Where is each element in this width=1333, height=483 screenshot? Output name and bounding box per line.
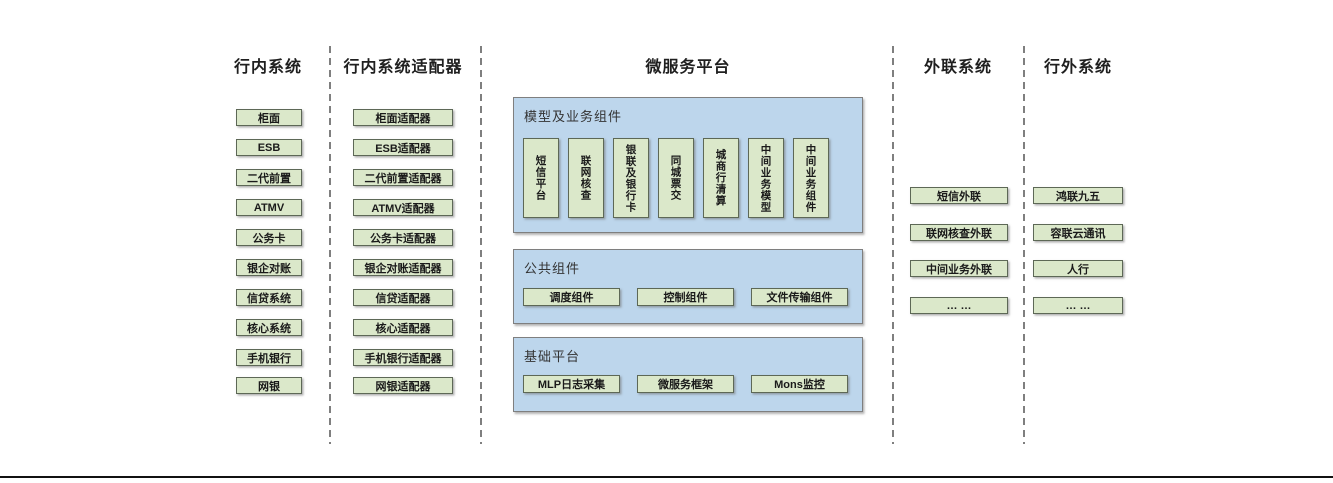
external-system-box: … … bbox=[1033, 297, 1123, 314]
adapters-system-box: ESB适配器 bbox=[353, 139, 453, 156]
platform-component-box: Mons监控 bbox=[751, 375, 848, 393]
external-system-box: 鸿联九五 bbox=[1033, 187, 1123, 204]
external-system-box: 容联云通讯 bbox=[1033, 224, 1123, 241]
panel-common-components: 公共组件 调度组件控制组件文件传输组件 bbox=[513, 249, 863, 324]
outbound-system-box: 联网核查外联 bbox=[910, 224, 1008, 241]
internal-system-box: 网银 bbox=[236, 377, 302, 394]
panel-label: 基础平台 bbox=[524, 349, 581, 364]
column-separator-3 bbox=[892, 46, 894, 444]
platform-component-box: 城商行清算 bbox=[703, 138, 739, 218]
column-title-microservice-platform: 微服务平台 bbox=[645, 59, 731, 76]
platform-component-box: 联网核查 bbox=[568, 138, 604, 218]
panel-model-business-components: 模型及业务组件 短信平台联网核查银联及银行卡同城票交城商行清算中间业务模型中间业… bbox=[513, 97, 863, 233]
panel-base-platform: 基础平台 MLP日志采集微服务框架 Mons监控 bbox=[513, 337, 863, 412]
platform-component-box: 同城票交 bbox=[658, 138, 694, 218]
adapters-system-box: 网银适配器 bbox=[353, 377, 453, 394]
adapters-system-box: 银企对账适配器 bbox=[353, 259, 453, 276]
panel-label: 公共组件 bbox=[524, 261, 581, 276]
outbound-system-box: 短信外联 bbox=[910, 187, 1008, 204]
column-title-outbound-systems: 外联系统 bbox=[923, 59, 992, 76]
platform-component-box: 银联及银行卡 bbox=[613, 138, 649, 218]
internal-system-box: 信贷系统 bbox=[236, 289, 302, 306]
adapters-system-box: 信贷适配器 bbox=[353, 289, 453, 306]
panel-label: 模型及业务组件 bbox=[524, 109, 623, 124]
internal-system-box: 柜面 bbox=[236, 109, 302, 126]
internal-system-box: 二代前置 bbox=[236, 169, 302, 186]
bottom-border-line bbox=[0, 476, 1333, 478]
column-separator-1 bbox=[329, 46, 331, 444]
adapters-system-box: 手机银行适配器 bbox=[353, 349, 453, 366]
internal-system-box: 手机银行 bbox=[236, 349, 302, 366]
column-title-external-systems: 行外系统 bbox=[1043, 59, 1112, 76]
platform-component-box: MLP日志采集 bbox=[523, 375, 620, 393]
adapters-system-box: 二代前置适配器 bbox=[353, 169, 453, 186]
adapters-system-box: 柜面适配器 bbox=[353, 109, 453, 126]
platform-component-box: 控制组件 bbox=[637, 288, 734, 306]
platform-component-box: 文件传输组件 bbox=[751, 288, 848, 306]
outbound-system-box: 中间业务外联 bbox=[910, 260, 1008, 277]
adapters-system-box: ATMV适配器 bbox=[353, 199, 453, 216]
platform-component-box: 微服务框架 bbox=[637, 375, 734, 393]
internal-system-box: ATMV bbox=[236, 199, 302, 216]
column-separator-4 bbox=[1023, 46, 1025, 444]
platform-component-box: 中间业务模型 bbox=[748, 138, 784, 218]
column-title-internal-systems: 行内系统 bbox=[233, 59, 302, 76]
column-title-internal-adapters: 行内系统适配器 bbox=[343, 59, 463, 76]
platform-component-box: 短信平台 bbox=[523, 138, 559, 218]
outbound-system-box: … … bbox=[910, 297, 1008, 314]
column-separator-2 bbox=[480, 46, 482, 444]
internal-system-box: 银企对账 bbox=[236, 259, 302, 276]
external-system-box: 人行 bbox=[1033, 260, 1123, 277]
internal-system-box: ESB bbox=[236, 139, 302, 156]
internal-system-box: 公务卡 bbox=[236, 229, 302, 246]
platform-component-box: 调度组件 bbox=[523, 288, 620, 306]
internal-system-box: 核心系统 bbox=[236, 319, 302, 336]
adapters-system-box: 核心适配器 bbox=[353, 319, 453, 336]
platform-component-box: 中间业务组件 bbox=[793, 138, 829, 218]
adapters-system-box: 公务卡适配器 bbox=[353, 229, 453, 246]
